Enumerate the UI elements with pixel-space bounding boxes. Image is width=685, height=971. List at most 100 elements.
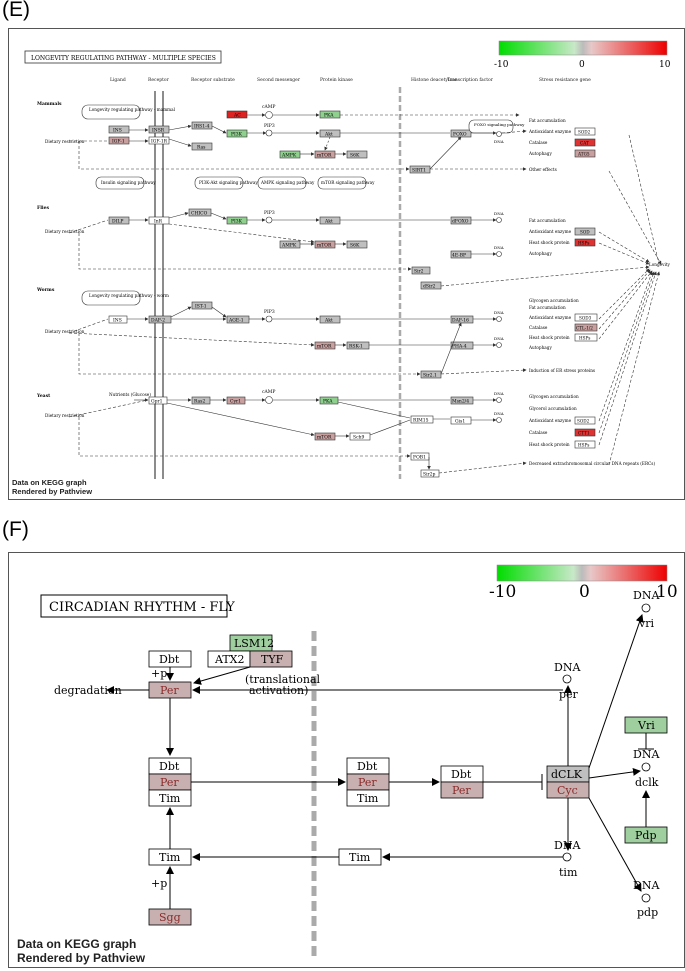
node-dsir2: dSir2 (423, 284, 436, 290)
worms-dietary: Dietary restriction (45, 329, 85, 334)
yeast-out-erc: Decreased extrachromosomal circular DNA … (529, 461, 655, 466)
mammals-dna: DNA (494, 139, 504, 144)
longevity-label: Longevity (649, 262, 671, 267)
panel-f-letter: (F) (2, 518, 29, 541)
panel-f-footer-line1: Data on KEGG graph (17, 937, 137, 951)
out-catalase: Catalase (529, 140, 548, 145)
panel-e-footer-line1: Data on KEGG graph (12, 478, 87, 487)
worms-pathway-link: Longevity regulating pathway - worm (89, 293, 169, 298)
node-age1: AGE-1 (228, 318, 244, 324)
node-tyf: TYF (261, 653, 284, 666)
scale-max-f: 10 (656, 582, 678, 602)
panel-e-frame: LONGEVITY REGULATING PATHWAY - MULTIPLE … (8, 28, 685, 500)
yeast-out-glycerol: Glycerol accumulation (529, 406, 577, 411)
label-dna-vri: DNA (633, 589, 660, 602)
gene-sod3: SOD3 (579, 316, 592, 321)
node-tim-center: Tim (357, 792, 379, 805)
yeast-dietary: Dietary restriction (45, 413, 85, 418)
pi3k-pathway-link: PI3K-Akt signaling pathway (199, 180, 258, 185)
panel-f-footer-line2: Rendered by Pathview (17, 951, 146, 966)
node-ras2: Ras2 (194, 399, 205, 405)
scale-max: 10 (659, 60, 671, 70)
circadian-rhythm-diagram: -10 0 10 CIRCADIAN RHYTHM - FLY Dbt Per … (40, 564, 678, 958)
node-rim15: RIM15 (413, 418, 429, 424)
node-rsk1: RSK-1 (349, 344, 363, 350)
mammals-pathway-link: Longevity regulating pathway - mammal (89, 107, 176, 112)
label-dclk-gene: dclk (635, 776, 659, 789)
label-degradation: degradation (54, 684, 122, 697)
gene-hsps-worm: HSPs (579, 336, 590, 341)
node-sir2-fly: Sir2 (414, 269, 424, 275)
out-autophagy: Autophagy (528, 151, 552, 156)
label-per-gene: per (559, 688, 579, 701)
scale-min-f: -10 (489, 582, 516, 602)
label-p-top: +p (151, 667, 167, 680)
col-receptor-substrate: Receptor substrate (191, 77, 235, 83)
node-fob1: FOB1 (413, 455, 426, 461)
panel-f-frame: -10 0 10 CIRCADIAN RHYTHM - FLY Dbt Per … (8, 552, 685, 968)
node-s6k-fly: S6K (350, 243, 360, 249)
worms-dna-1: DNA (494, 310, 504, 315)
node-dfoxo: dFOXO (452, 219, 469, 225)
scale-mid: 0 (579, 60, 585, 70)
node-tim-bottom: Tim (159, 851, 181, 864)
pathway-title: LONGEVITY REGULATING PATHWAY - MULTIPLE … (31, 55, 216, 62)
node-ac: AC (233, 113, 241, 119)
worms-dna-2: DNA (494, 336, 504, 341)
node-sch9: Sch9 (353, 435, 365, 441)
panel-e-footer-line2: Rendered by Pathview (12, 487, 93, 496)
color-scale-bar (498, 40, 668, 56)
col-second-messenger: Second messenger (257, 77, 301, 83)
node-ampk-fly: AMPK (281, 243, 297, 249)
node-pip3: PIP3 (264, 123, 275, 129)
worm-out-autophagy: Autophagy (528, 345, 552, 350)
label-tim-gene: tim (559, 866, 578, 879)
node-foxo: FOXO (453, 132, 467, 138)
worm-out-fat: Fat accumulation (529, 305, 566, 310)
node-gpr1: Gpr1 (151, 399, 163, 405)
fly-out-hsp: Heat shock protein (529, 240, 570, 245)
node-per-mid: Per (160, 776, 179, 789)
node-camp: cAMP (262, 104, 275, 110)
node-pka: PKA (324, 113, 334, 119)
gene-sod-fly: SOD (580, 230, 590, 235)
node-sir21: Sir2.1 (423, 373, 437, 379)
node-inr: InR (154, 219, 163, 225)
node-dbt-top: Dbt (159, 653, 180, 666)
flies-dietary: Dietary restriction (45, 229, 85, 234)
node-akt: Akt (324, 132, 333, 138)
out-other: Other effects (529, 167, 557, 172)
yeast-out-hsp: Heat shock protein (529, 442, 570, 447)
circadian-title-box (40, 594, 228, 618)
node-pip3-fly: PIP3 (264, 210, 275, 216)
node-per-center: Per (358, 776, 377, 789)
scale-min: -10 (494, 60, 509, 70)
fly-out-antioxidant: Antioxidant enzyme (528, 229, 572, 234)
section-mammals: Mammals (37, 101, 62, 107)
worm-out-er-stress: Induction of ER stress proteins (529, 368, 595, 373)
node-sir2p: Sir2p (423, 472, 436, 478)
gene-sod2-yeast: SOD2 (577, 419, 590, 424)
scale-mid-f: 0 (579, 582, 590, 602)
worm-out-hsp: Heat shock protein (529, 335, 570, 340)
yeast-dna-2: DNA (494, 411, 504, 416)
node-tim-mid: Tim (159, 792, 181, 805)
node-ist1: IST-1 (195, 304, 207, 310)
node-chico: CHICO (191, 211, 208, 217)
node-ras: Ras (197, 145, 206, 151)
worm-out-glycogen: Glycogen accumulation (529, 298, 579, 303)
node-akt-fly: Akt (324, 219, 333, 225)
node-tim-bottom2: Tim (349, 851, 371, 864)
node-pha4: PHA-4 (452, 344, 467, 350)
node-mtor: mTOR (317, 153, 332, 159)
mtor-pathway-link: mTOR signaling pathway (321, 180, 375, 185)
worm-out-catalase: Catalase (529, 325, 548, 330)
node-akt-worm: Akt (324, 318, 333, 324)
label-pdp-gene: pdp (637, 906, 658, 919)
node-dbt-right: Dbt (451, 768, 472, 781)
circadian-title: CIRCADIAN RHYTHM - FLY (49, 600, 235, 615)
longevity-pathway-diagram: LONGEVITY REGULATING PATHWAY - MULTIPLE … (24, 40, 671, 479)
label-p-bottom: +p (151, 877, 167, 890)
node-dbt-center: Dbt (357, 760, 378, 773)
fly-out-fat: Fat accumulation (529, 218, 566, 223)
